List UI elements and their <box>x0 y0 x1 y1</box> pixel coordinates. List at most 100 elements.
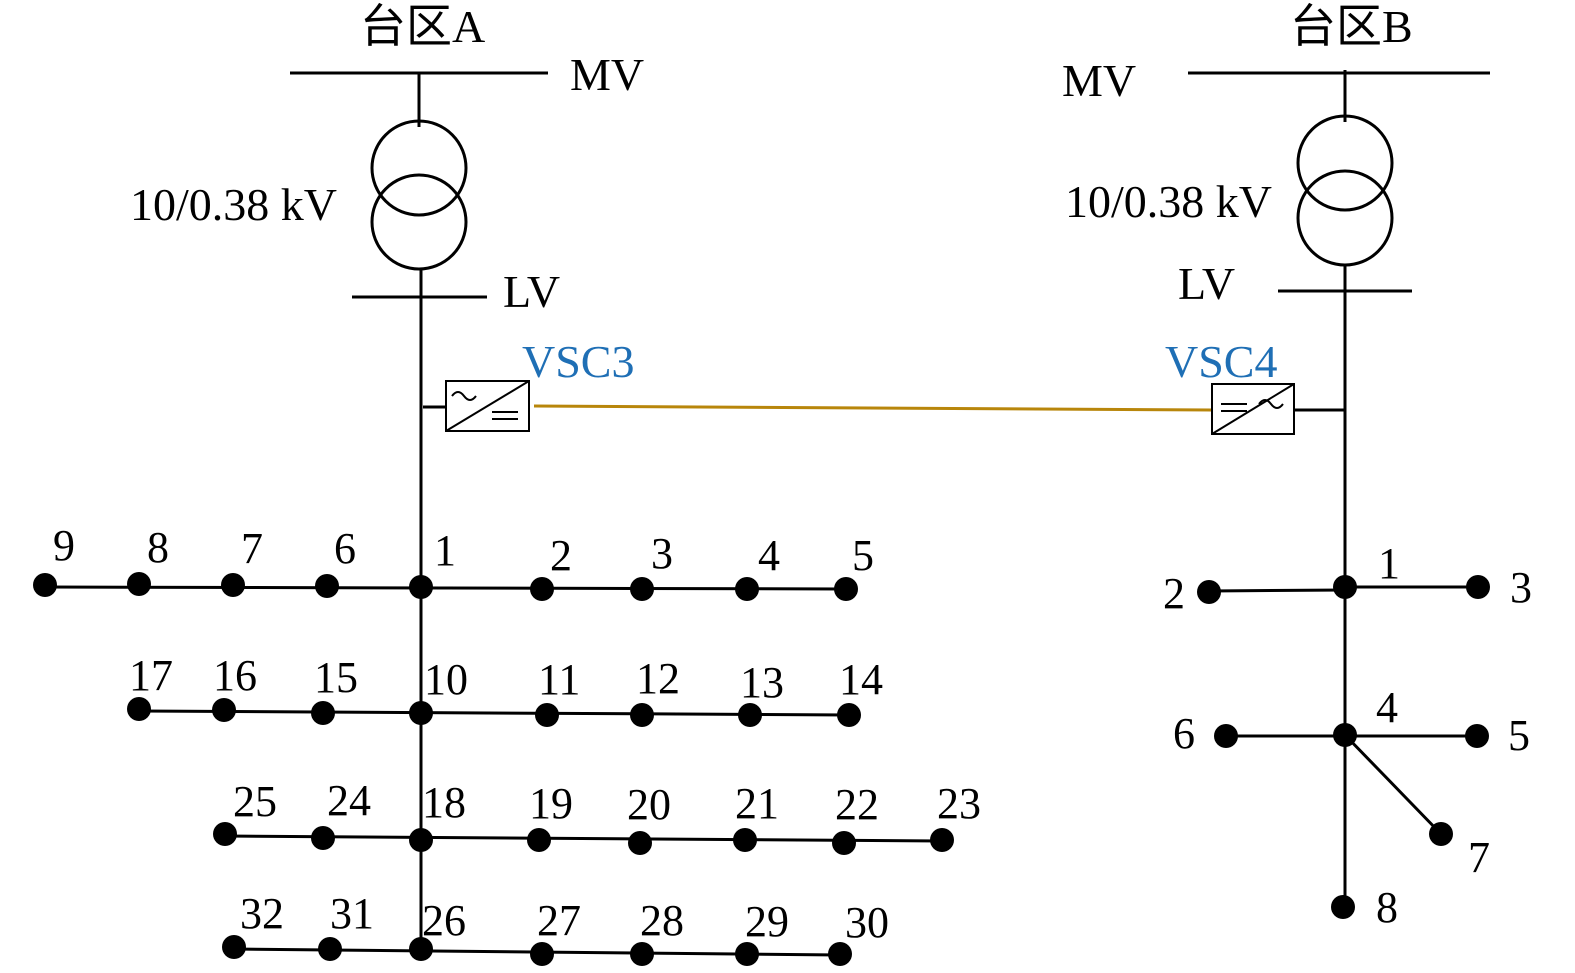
area-b-node-3 <box>1466 575 1490 599</box>
area-a-node-label-12: 12 <box>636 654 680 703</box>
area-a-node-label-8: 8 <box>147 523 169 572</box>
area-a-node-29 <box>735 942 759 966</box>
area-b-transformer-secondary <box>1296 169 1394 267</box>
area-b-node-8 <box>1331 895 1355 919</box>
vsc4-label: VSC4 <box>1165 336 1277 387</box>
area-b-node-label-3: 3 <box>1510 563 1532 612</box>
area-a-node-label-10: 10 <box>424 655 468 704</box>
feeder-b-node-2 <box>1208 588 1346 593</box>
area-b-node-label-6: 6 <box>1173 709 1195 758</box>
area-a-node-label-15: 15 <box>314 653 358 702</box>
area-a-node-label-31: 31 <box>330 889 374 938</box>
area-a-node-label-19: 19 <box>529 779 573 828</box>
area-b-transformer-rating: 10/0.38 kV <box>1065 176 1272 227</box>
area-a-node-label-27: 27 <box>537 896 581 945</box>
area-a-node-12 <box>630 703 654 727</box>
area-a-node-label-2: 2 <box>550 531 572 580</box>
area-a-node-label-24: 24 <box>327 776 371 825</box>
area-a-node-23 <box>930 828 954 852</box>
area-b-node-label-2: 2 <box>1163 569 1185 618</box>
area-a-node-32 <box>222 935 246 959</box>
area-a-node-24 <box>311 826 335 850</box>
area-a-transformer-rating: 10/0.38 kV <box>130 179 337 230</box>
area-a-lv-label: LV <box>503 266 560 317</box>
area-a-node-28 <box>630 942 654 966</box>
area-a-node-15 <box>311 701 335 725</box>
area-a-node-label-20: 20 <box>627 780 671 829</box>
area-a-node-13 <box>738 703 762 727</box>
area-a-node-label-28: 28 <box>640 896 684 945</box>
area-a-node-21 <box>733 828 757 852</box>
area-a-node-22 <box>832 831 856 855</box>
area-b-node-label-8: 8 <box>1376 883 1398 932</box>
vsc3-converter-icon <box>445 380 530 432</box>
area-a-node-4 <box>735 577 759 601</box>
area-b-transformer-primary <box>1296 114 1394 212</box>
area-a-mv-label: MV <box>570 49 644 100</box>
area-a-node-20 <box>628 831 652 855</box>
area-a-node-label-11: 11 <box>538 655 580 704</box>
area-a-node-label-3: 3 <box>651 529 673 578</box>
area-b-node-label-1: 1 <box>1378 539 1400 588</box>
area-a-node-label-16: 16 <box>213 651 257 700</box>
area-b-node-7 <box>1429 822 1453 846</box>
area-a-node-7 <box>221 573 245 597</box>
area-a-node-9 <box>33 573 57 597</box>
area-a-title: 台区A <box>360 1 485 52</box>
area-a-node-31 <box>318 937 342 961</box>
area-b-title: 台区B <box>1290 1 1413 52</box>
area-a-node-label-6: 6 <box>334 524 356 573</box>
area-a-node-5 <box>834 577 858 601</box>
area-a-node-10 <box>409 701 433 725</box>
area-a-node-label-26: 26 <box>422 896 466 945</box>
area-a-node-label-23: 23 <box>937 779 981 828</box>
area-a-node-27 <box>530 942 554 966</box>
area-b-node-label-7: 7 <box>1468 833 1490 882</box>
area-a-node-label-29: 29 <box>745 897 789 946</box>
area-b: 台区B MV 10/0.38 kV LV VSC4 <box>1062 1 1490 905</box>
area-a-node-label-32: 32 <box>240 889 284 938</box>
area-a: 台区A MV 10/0.38 kV LV VSC3 <box>130 1 644 950</box>
area-a-node-label-5: 5 <box>852 531 874 580</box>
area-a-node-label-1: 1 <box>434 526 456 575</box>
area-a-node-label-14: 14 <box>839 655 883 704</box>
area-a-node-16 <box>212 698 236 722</box>
area-a-transformer-secondary <box>370 173 468 271</box>
area-a-node-label-18: 18 <box>422 778 466 827</box>
dc-link-line <box>533 404 1213 412</box>
area-b-node-6 <box>1214 724 1238 748</box>
feeder-a-row-1 <box>44 585 847 591</box>
area-a-node-label-4: 4 <box>758 531 780 580</box>
area-a-node-17 <box>127 697 151 721</box>
area-b-node-label-5: 5 <box>1508 711 1530 760</box>
area-b-mv-label: MV <box>1062 55 1136 106</box>
area-b-lv-label: LV <box>1178 258 1235 309</box>
area-a-transformer-primary <box>370 119 468 217</box>
area-a-node-label-25: 25 <box>233 777 277 826</box>
area-a-node-26 <box>409 937 433 961</box>
area-a-node-3 <box>630 577 654 601</box>
area-a-node-25 <box>213 822 237 846</box>
area-a-node-label-7: 7 <box>241 524 263 573</box>
vsc3-label: VSC3 <box>522 336 634 387</box>
area-b-node-label-4: 4 <box>1376 683 1398 732</box>
area-a-node-label-9: 9 <box>53 521 75 570</box>
area-a-node-18 <box>409 828 433 852</box>
area-b-node-5 <box>1465 724 1489 748</box>
area-a-node-label-30: 30 <box>845 898 889 947</box>
feeder-a-row-2 <box>138 709 850 717</box>
area-a-node-1 <box>409 575 433 599</box>
area-b-node-4 <box>1333 723 1357 747</box>
area-a-node-8 <box>127 572 151 596</box>
area-a-node-6 <box>315 574 339 598</box>
feeder-a-row-3 <box>224 834 943 843</box>
area-a-node-14 <box>837 703 861 727</box>
area-a-node-11 <box>535 703 559 727</box>
vsc4-converter-icon <box>1211 383 1295 435</box>
area-a-node-2 <box>530 577 554 601</box>
area-b-node-2 <box>1197 580 1221 604</box>
area-a-node-19 <box>527 828 551 852</box>
area-a-node-label-21: 21 <box>735 779 779 828</box>
